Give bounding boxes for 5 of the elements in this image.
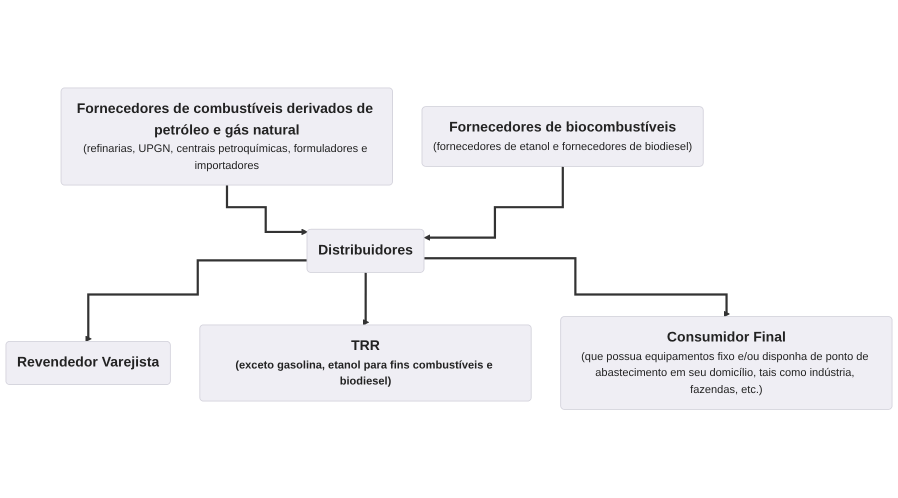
arrow bbox=[424, 258, 730, 318]
arrow bbox=[424, 166, 564, 242]
arrow bbox=[85, 260, 308, 342]
arrow bbox=[226, 184, 308, 236]
arrow bbox=[362, 272, 370, 326]
